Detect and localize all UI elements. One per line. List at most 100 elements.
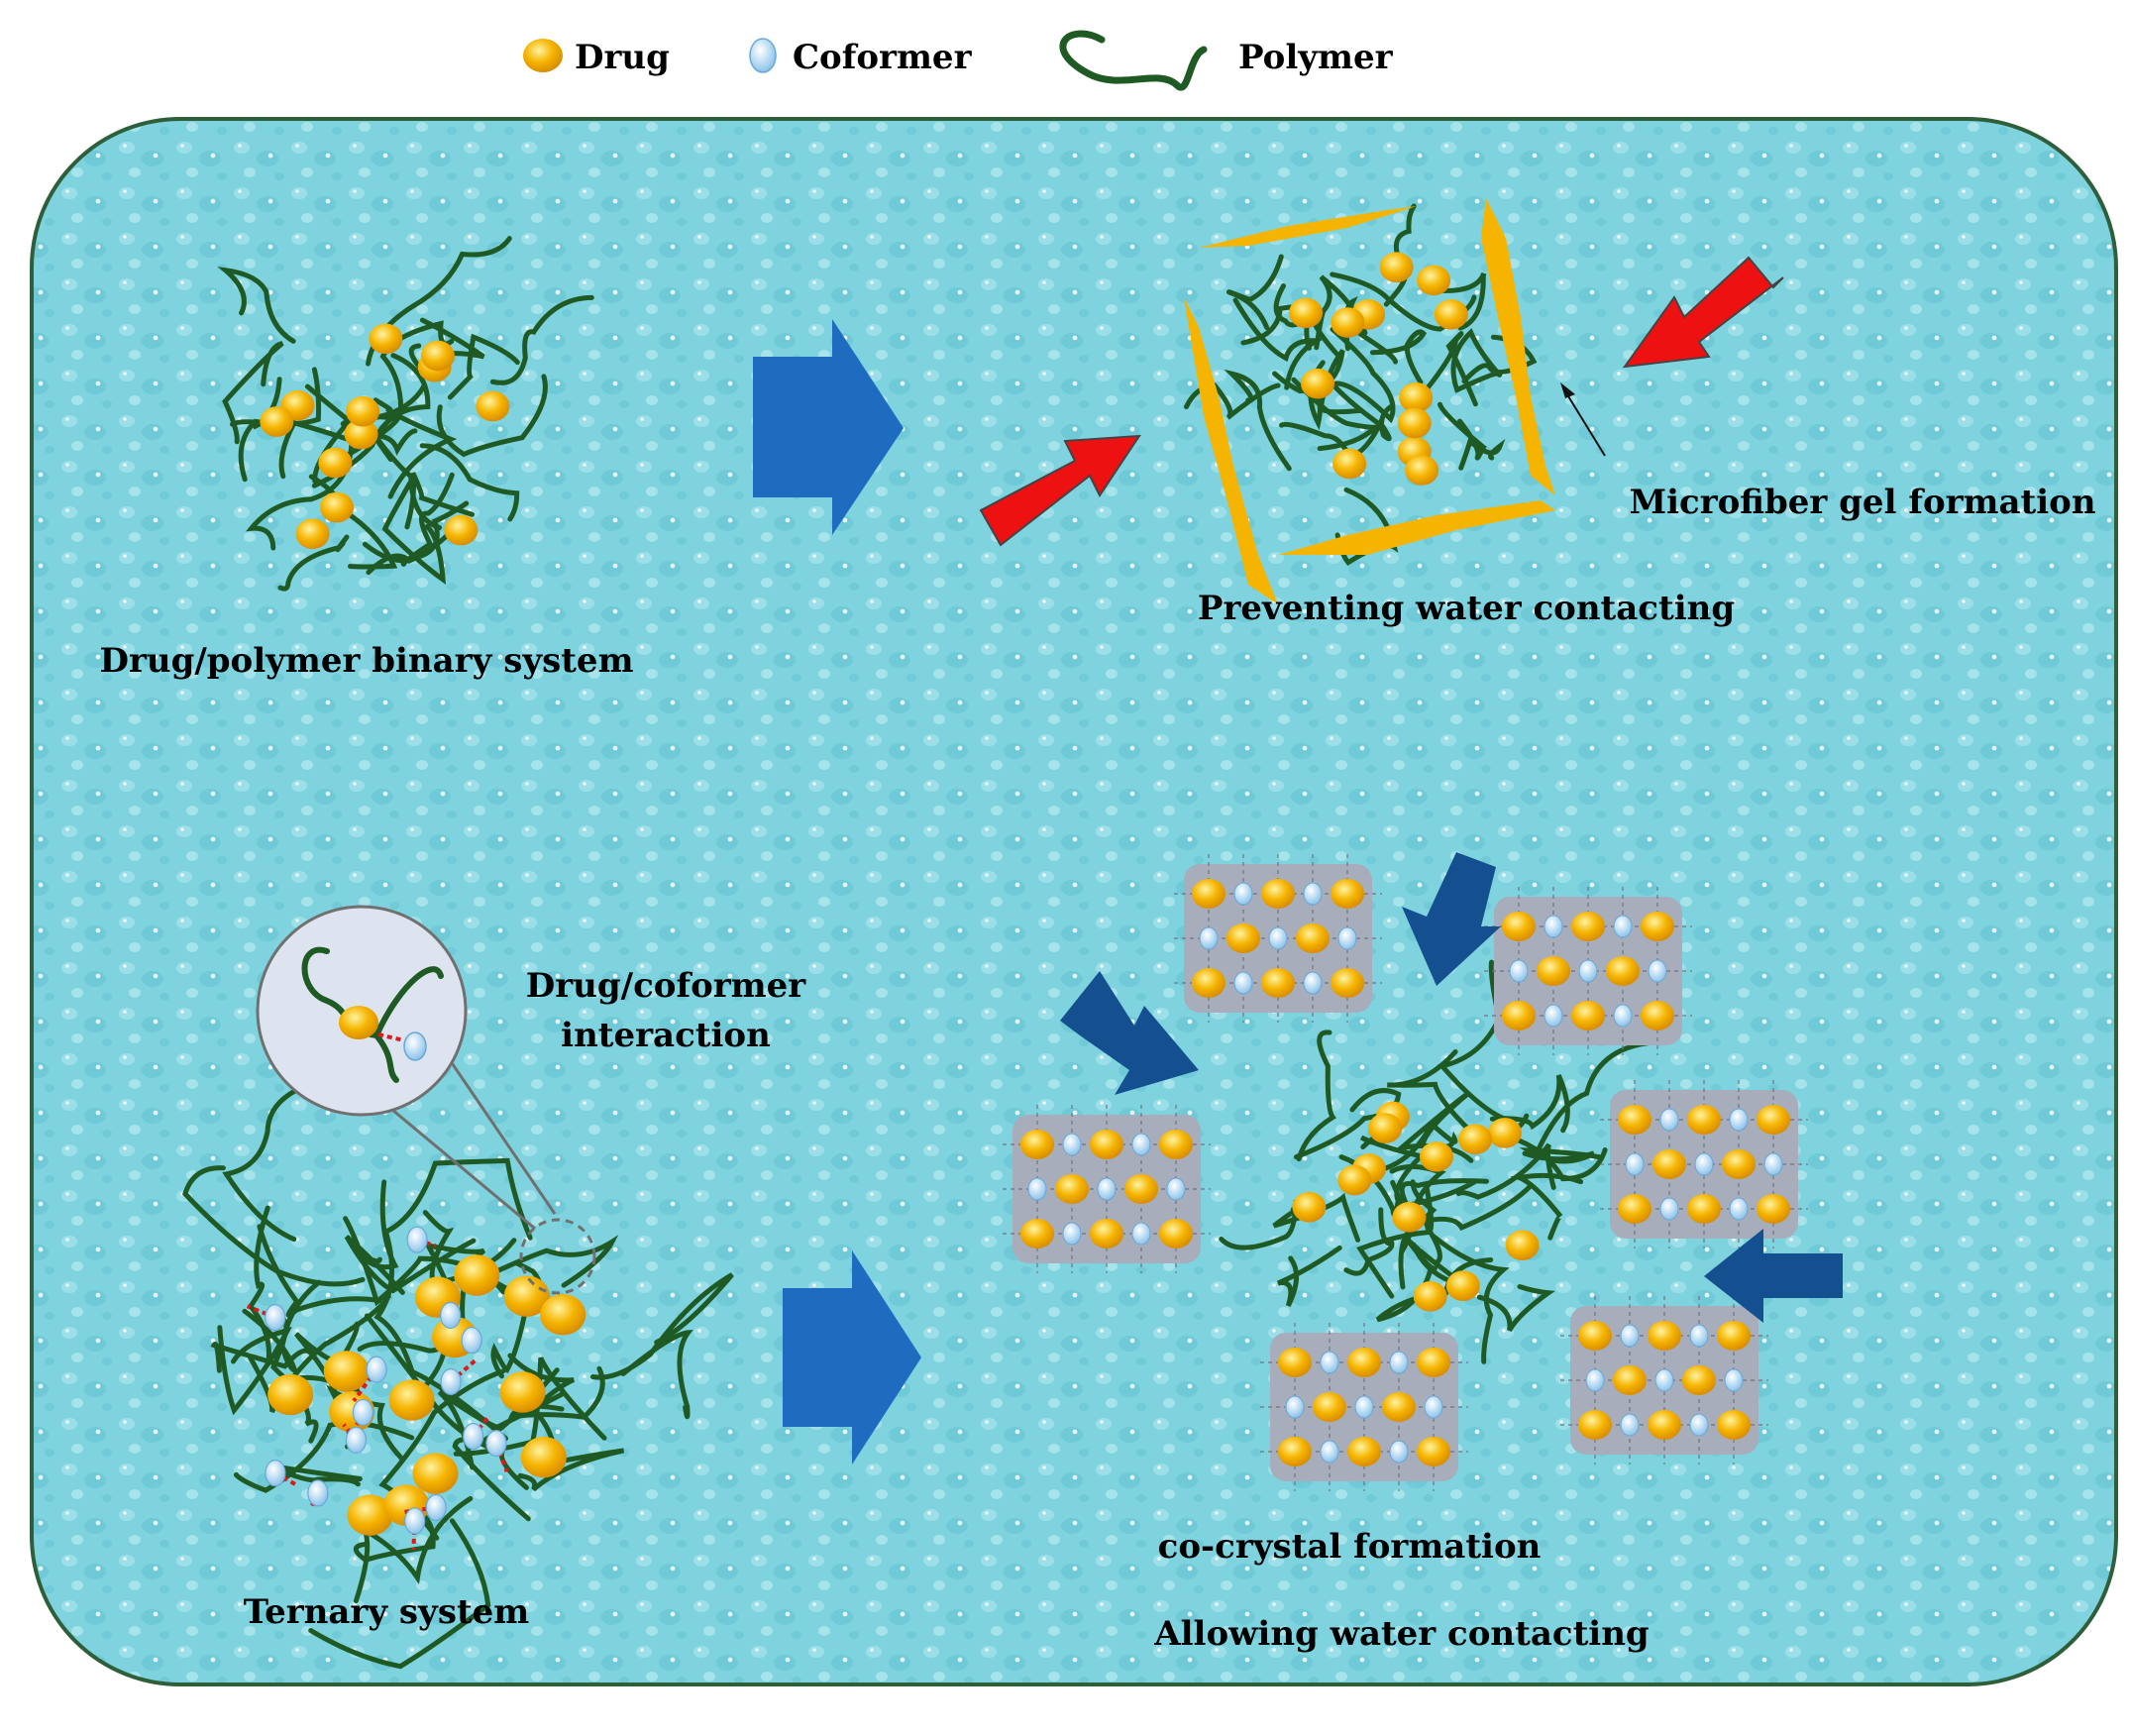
drug-icon (1458, 1124, 1493, 1155)
drug-icon (1687, 1194, 1721, 1224)
polymer-chain (1184, 382, 1281, 420)
coformer-icon (1268, 926, 1288, 950)
drug-icon (1382, 1392, 1416, 1422)
polymer-chain (1224, 369, 1292, 472)
polymer-chain (1405, 1179, 1438, 1271)
water-arrow-navy-2 (1402, 852, 1501, 986)
coformer-icon (1509, 959, 1529, 983)
polymer-chain (436, 374, 548, 458)
coformer-icon (403, 1031, 427, 1061)
drug-icon (1717, 1321, 1751, 1351)
coformer-icon (1620, 1324, 1640, 1348)
polymer-chain (1431, 1234, 1510, 1364)
drug-icon (1757, 1105, 1790, 1135)
drug-icon (320, 491, 355, 523)
polymer-chain (373, 397, 458, 499)
drug-icon (1292, 1192, 1327, 1223)
coformer-icon (1199, 926, 1219, 950)
drug-icon (1648, 1321, 1681, 1351)
water-arrow-right (1622, 256, 1784, 369)
polymer-chain (1476, 1284, 1555, 1333)
polymer-chain (381, 479, 447, 586)
label-allowing-water: Allowing water contacting (1153, 1614, 1649, 1654)
polymer-chain (419, 443, 520, 522)
drug-icon (454, 1254, 500, 1296)
polymer-chain (1387, 1049, 1476, 1137)
coformer-icon (1654, 1368, 1674, 1392)
coformer-icon (1062, 1133, 1082, 1156)
drug-icon (1618, 1194, 1651, 1224)
drug-icon (1261, 968, 1295, 998)
drug-icon (1618, 1105, 1651, 1135)
drug-icon (1159, 1219, 1193, 1248)
polymer-chain (1277, 1245, 1342, 1308)
polymer-chain (1296, 1030, 1336, 1162)
process-arrow-top (753, 319, 904, 535)
drug-icon (1722, 1149, 1756, 1179)
cocrystal-block (1260, 1323, 1468, 1491)
polymer-chain (257, 1224, 382, 1318)
coformer-icon (749, 38, 777, 73)
coformer-icon (1544, 915, 1563, 938)
drug-icon (1652, 1149, 1686, 1179)
polymer-chain (1427, 271, 1487, 331)
coformer-icon (440, 1301, 462, 1330)
cocrystal-block (1484, 887, 1692, 1055)
drug-icon (339, 1006, 378, 1039)
water-panel (30, 117, 2118, 1686)
drug-icon (369, 323, 403, 355)
polymer-chain (1232, 297, 1325, 390)
legend: Drug Coformer Polymer (523, 30, 1394, 91)
coformer-icon (1303, 882, 1323, 906)
drug-icon (1347, 1437, 1381, 1466)
drug-icon (1502, 912, 1536, 941)
gel-shard-bottom (1278, 500, 1555, 555)
drug-icon (318, 447, 353, 479)
polymer-chain (222, 341, 284, 445)
drug-icon (1020, 1130, 1054, 1159)
coformer-icon (1354, 1395, 1374, 1419)
polymer-chain (1343, 1207, 1395, 1276)
drug-icon (1289, 297, 1324, 329)
polymer-chain (210, 1342, 316, 1373)
polymer-chain (1399, 1178, 1489, 1209)
legend-polymer: Polymer (1059, 30, 1394, 91)
coformer-icon (307, 1479, 329, 1507)
drug-icon (1682, 1365, 1716, 1395)
label-cocrystal-formation: co-crystal formation (1158, 1527, 1542, 1567)
microfiber-pointer-arrow (1560, 382, 1606, 457)
polymer-chain (1364, 1120, 1458, 1175)
polymer-chain (490, 1291, 532, 1379)
coformer-icon (1166, 1177, 1186, 1201)
drug-icon (1571, 912, 1605, 941)
hydrogen-bond (352, 1367, 378, 1403)
polymer-chain (1458, 437, 1506, 471)
coformer-icon (1131, 1133, 1151, 1156)
coformer-icon (1689, 1324, 1709, 1348)
drug-icon (1331, 879, 1364, 909)
drug-icon (1613, 1365, 1647, 1395)
coformer-icon (485, 1430, 507, 1458)
coformer-icon (1578, 959, 1598, 983)
drug-icon (1124, 1174, 1158, 1204)
zoom-inset (256, 905, 596, 1295)
polymer-chain (1375, 1257, 1494, 1323)
polymer-chain (1489, 1074, 1570, 1134)
drug-icon (1301, 368, 1335, 399)
drug-icon (1192, 968, 1225, 998)
gel-shard-top (1199, 206, 1417, 248)
label-drug-coformer-1: Drug/coformer (526, 966, 807, 1006)
drug-icon (267, 1373, 314, 1416)
drug-icon (1417, 1437, 1450, 1466)
label-ternary-system: Ternary system (244, 1592, 530, 1632)
coformer-icon (1062, 1222, 1082, 1246)
legend-polymer-label: Polymer (1238, 38, 1394, 77)
drug-icon (1020, 1219, 1054, 1248)
drug-icon (1192, 879, 1225, 909)
drug-icon (499, 1371, 546, 1413)
drug-icon (1405, 455, 1439, 486)
coformer-icon (1027, 1177, 1047, 1201)
coformer-icon (1320, 1351, 1339, 1374)
drug-icon (1578, 1410, 1612, 1440)
